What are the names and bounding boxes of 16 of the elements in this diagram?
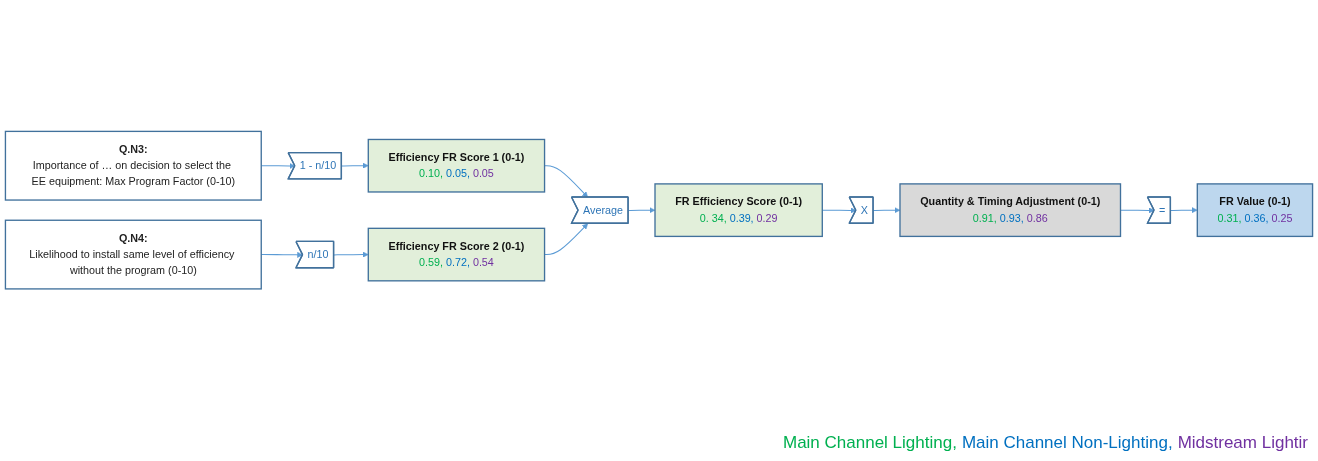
node-box: Quantity & Timing Adjustment (0-1) 0.91, 0.93, 0.86 xyxy=(899,183,1122,237)
legend-entry: Main Channel Lighting, xyxy=(782,433,957,452)
node-box: FR Efficiency Score (0-1) 0. 34, 0.39, 0.29 xyxy=(654,183,823,237)
arrow xyxy=(627,207,656,213)
legend-entry: Main Channel Non-Lighting, xyxy=(961,433,1173,452)
arrow xyxy=(1170,207,1198,213)
arrow xyxy=(1120,207,1155,214)
node-box: FR Value (0-1) 0.31, 0.36, 0.25 xyxy=(1196,183,1314,237)
node-box: Efficiency FR Score 2 (0-1) 0.59, 0.72, 0.54 xyxy=(367,227,546,282)
node-box: Q.N4: Likelihood to install same level of efficiency without the program (0-10) xyxy=(4,219,262,290)
node-box: Efficiency FR Score 1 (0-1) 0.10, 0.05, 0.05 xyxy=(367,138,546,193)
arrow xyxy=(341,162,369,169)
legend-entry: Midstream Lightir xyxy=(1177,433,1308,452)
arrow xyxy=(333,251,369,258)
arrow xyxy=(544,223,589,255)
node-box: Q.N3: Importance of … on decision to select the EE equipment: Max Program Factor (0-10) xyxy=(4,130,262,201)
